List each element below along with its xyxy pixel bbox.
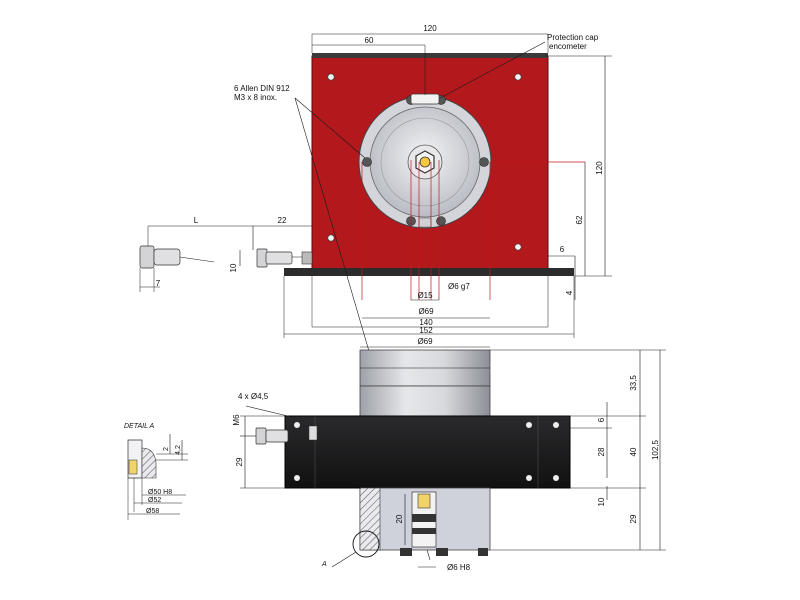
coupling-band [412,528,436,534]
dim-2: 2 [163,447,170,451]
dim-dia50h8: Ø50 H8 [148,489,172,496]
cable-gland-icon [265,429,289,443]
detail-a-insert [128,459,138,475]
label-encometer: encometer [549,42,587,51]
allen-screw-icon [479,157,489,167]
dim-dia6h8: Ø6 H8 [447,563,471,572]
dim-28: 28 [597,447,606,456]
dim-102-5: 102,5 [651,439,660,460]
dim-dia52: Ø52 [148,497,161,504]
label-detail-a: DETAIL A [124,423,155,430]
cable-connector [301,251,313,265]
dim-29-right: 29 [629,514,638,523]
encoder-body-black [284,415,571,489]
labels: 120 60 Protection cap encometer 6 Allen … [124,24,660,572]
mount-hole-icon [526,475,532,481]
bottom-foot [436,548,448,556]
front-view [139,53,585,300]
cable-nut-icon [255,427,267,445]
housing-top-edge [312,53,548,58]
mount-hole-icon [526,422,532,428]
flange-inner-ring [380,117,470,207]
base-plate [284,268,574,276]
dim-29-left: 29 [235,457,244,466]
lower-housing-hatch [359,487,381,551]
encoder-cylinder-mid [359,385,491,417]
corner-screw-icon [327,234,335,242]
side-connector [308,425,318,441]
dim-left-22: 22 [278,216,287,225]
cable-nut-icon [139,245,155,269]
mount-hole-icon [294,475,300,481]
cable-gland-icon [265,251,293,265]
corner-screw-icon [327,73,335,81]
dim-top-width: 120 [423,24,437,33]
label-holes: 4 x Ø4,5 [238,392,269,401]
dim-40: 40 [629,447,638,456]
label-callout-a: A [321,561,327,568]
dim-dia15: Ø15 [417,291,433,300]
coupling-insert [417,493,431,509]
dim-right-62: 62 [575,215,584,224]
cable-gland-icon [153,248,181,266]
dim-20: 20 [395,514,404,523]
bottom-foot [400,548,412,556]
dim-dia58: Ø58 [146,508,159,515]
dim-dia6g7: Ø6 g7 [448,282,470,291]
cable-nut-icon [256,248,268,268]
detail-a-seal [141,447,157,479]
bottom-foot [478,548,488,556]
mount-hole-icon [553,475,559,481]
dim-right-height: 120 [595,161,604,175]
corner-screw-icon [514,243,522,251]
dim-dia69-top: Ø69 [418,307,434,316]
label-thread: M6 [232,414,241,426]
label-allen-1: 6 Allen DIN 912 [234,84,290,93]
side-view [240,349,571,558]
allen-screw-icon [362,157,372,167]
detail-a [127,434,188,520]
corner-screw-icon [514,73,522,81]
mount-hole-icon [294,422,300,428]
side-view-dimensions [240,346,666,568]
dim-dia69-side: Ø69 [417,337,433,346]
protection-cap-icon [410,93,440,105]
dim-left-L: L [194,216,199,225]
dim-152: 152 [419,326,433,335]
dim-6-side: 6 [597,417,606,422]
dim-right-4: 4 [565,290,574,295]
detail-a-callout-circle [352,530,380,558]
label-protection-cap: Protection cap [547,33,599,42]
allen-screw-icon [436,216,446,226]
coupling-band [412,514,436,522]
shaft-icon [419,156,431,168]
dim-left-7: 7 [156,279,161,288]
dim-top-half: 60 [365,36,374,45]
dim-right-6: 6 [560,245,565,254]
label-allen-2: M3 x 8 inox. [234,93,277,102]
dim-33-5: 33,5 [629,375,638,391]
dim-left-10: 10 [229,263,238,272]
dim-140: 140 [419,318,433,327]
bottom-slot [418,217,432,228]
mount-hole-icon [553,422,559,428]
dim-4-2: 4,2 [175,445,182,455]
dim-10-side: 10 [597,497,606,506]
